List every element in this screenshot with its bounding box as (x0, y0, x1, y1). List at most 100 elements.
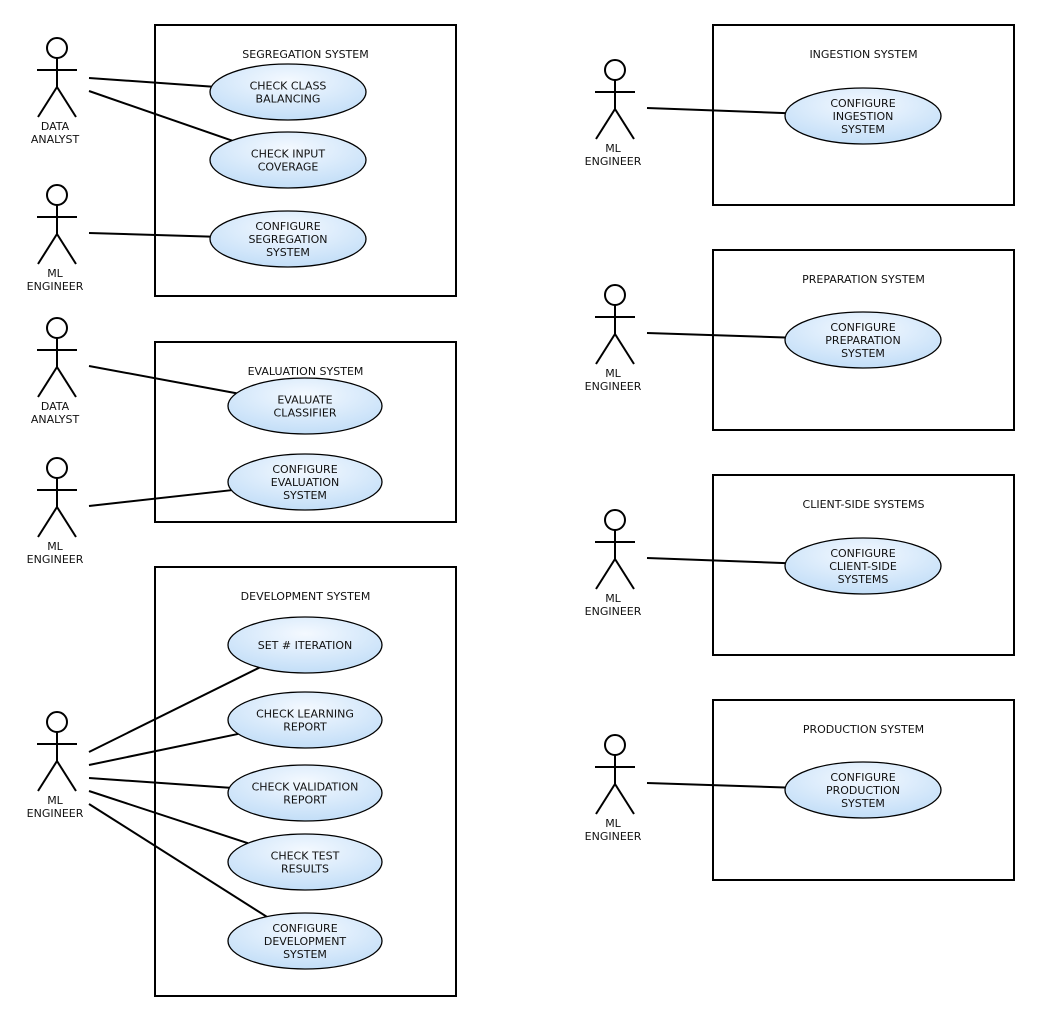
system-title-production: PRODUCTION SYSTEM (803, 723, 924, 736)
use-case-label: SYSTEM (266, 246, 310, 259)
actor-label: ENGINEER (585, 380, 642, 393)
use-case-label: CHECK LEARNING (256, 708, 354, 721)
use-case-label: EVALUATION (271, 476, 339, 489)
use-case-ellipse (784, 311, 942, 369)
system-title-ingestion: INGESTION SYSTEM (809, 48, 917, 61)
use-case-ellipse (227, 912, 383, 970)
use-case-label: CONFIGURE (272, 463, 337, 476)
actor-label: ML (47, 267, 63, 280)
use-case-label: CONFIGURE (830, 97, 895, 110)
association-line-ml-engineer-5-prep-configure (646, 332, 786, 339)
use-case-label: CONFIGURE (272, 922, 337, 935)
use-case-ellipse (227, 377, 383, 435)
actor-head-icon (46, 37, 68, 59)
actor-label: ENGINEER (585, 155, 642, 168)
actor-head-icon (46, 184, 68, 206)
actor-left-leg-icon (37, 86, 58, 118)
use-case-ellipse (784, 761, 942, 819)
use-case-label: CHECK CLASS (250, 80, 327, 93)
actor-head-icon (604, 734, 626, 756)
association-line-ml-engineer-3-dev-check-validation (88, 777, 230, 789)
system-title-segregation: SEGREGATION SYSTEM (242, 48, 368, 61)
actor-right-leg-icon (56, 760, 77, 792)
actor-head-icon (604, 284, 626, 306)
actor-label: ENGINEER (585, 830, 642, 843)
actor-right-leg-icon (56, 506, 77, 538)
use-case-ellipse (227, 616, 383, 674)
actor-left-leg-icon (37, 506, 58, 538)
system-title-preparation: PREPARATION SYSTEM (802, 273, 925, 286)
actor-label: ML (47, 540, 63, 553)
actor-right-leg-icon (614, 783, 635, 815)
actor-right-leg-icon (614, 108, 635, 140)
association-line-ml-engineer-3-dev-set-iteration (88, 666, 260, 753)
actor-label: ENGINEER (27, 280, 84, 293)
actor-label: ENGINEER (27, 807, 84, 820)
use-case-ellipse (209, 63, 367, 121)
use-case-label: CHECK TEST (271, 850, 340, 863)
association-line-data-analyst-1-seg-check-class (88, 77, 212, 88)
use-case-label: SYSTEM (283, 948, 327, 961)
use-case-label: CHECK VALIDATION (252, 781, 359, 794)
actor-label: DATA (41, 400, 70, 413)
use-case-label: INGESTION (833, 110, 894, 123)
use-case-label: SYSTEM (841, 797, 885, 810)
actor-right-leg-icon (614, 333, 635, 365)
use-case-label: SYSTEM (841, 347, 885, 360)
association-line-ml-engineer-1-seg-configure (88, 232, 211, 238)
actor-label: ML (47, 794, 63, 807)
use-case-label: PRODUCTION (826, 784, 900, 797)
actor-label: ML (605, 367, 621, 380)
actor-head-icon (604, 59, 626, 81)
use-case-ellipse (784, 87, 942, 145)
actor-head-icon (46, 317, 68, 339)
actor-label: ML (605, 817, 621, 830)
use-case-label: CONFIGURE (255, 220, 320, 233)
use-case-label: REPORT (283, 721, 327, 734)
association-line-ml-engineer-6-client-configure (646, 557, 786, 565)
use-case-label: PREPARATION (825, 334, 900, 347)
association-line-ml-engineer-4-ing-configure (646, 107, 786, 115)
use-case-ellipse (227, 453, 383, 511)
use-case-label: CONFIGURE (830, 547, 895, 560)
use-case-ellipse (784, 537, 942, 595)
use-case-ellipse (227, 833, 383, 891)
use-case-label: SET # ITERATION (258, 639, 353, 652)
use-case-dev-set-iteration[interactable]: SET # ITERATION (227, 616, 383, 674)
use-case-label: SYSTEMS (838, 573, 889, 586)
use-case-label: CLASSIFIER (274, 407, 337, 420)
use-case-label: EVALUATE (277, 394, 332, 407)
use-case-ellipse (227, 764, 383, 822)
use-case-label: COVERAGE (258, 161, 319, 174)
actor-head-icon (46, 711, 68, 733)
use-case-label: BALANCING (256, 93, 321, 106)
actor-left-leg-icon (595, 333, 616, 365)
use-case-label: SYSTEM (841, 123, 885, 136)
association-line-ml-engineer-7-prod-configure (646, 782, 786, 789)
actor-label: ANALYST (31, 133, 80, 146)
use-case-label: CONFIGURE (830, 321, 895, 334)
